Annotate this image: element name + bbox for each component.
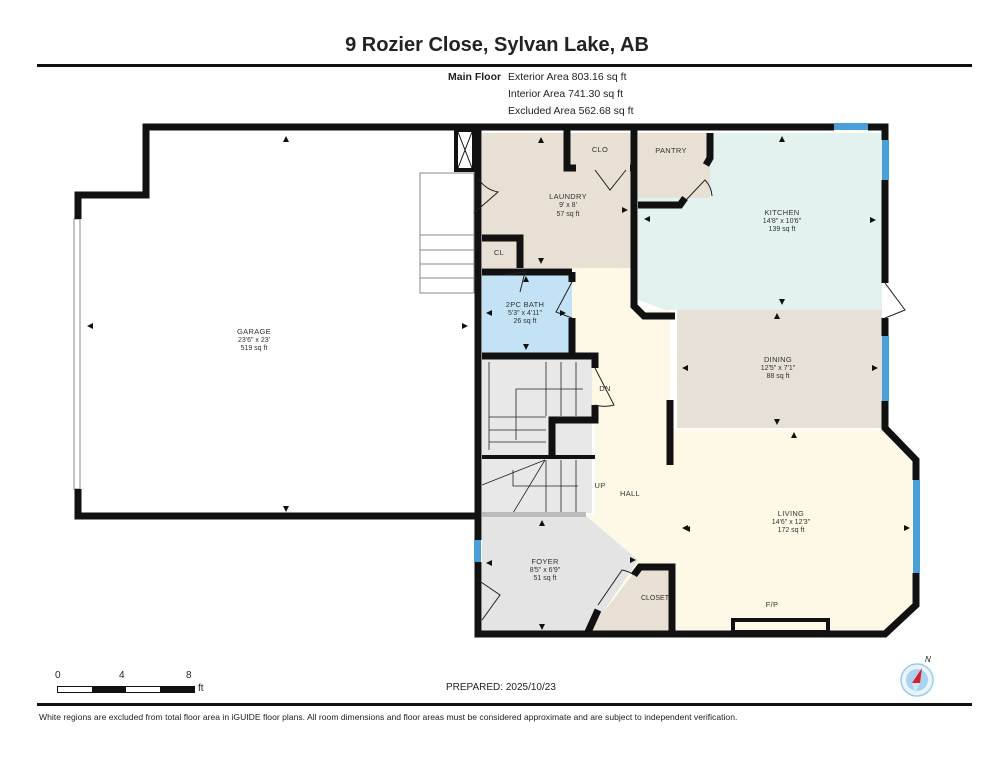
scale-unit: ft	[198, 683, 204, 694]
compass-needle	[912, 668, 922, 683]
fireplace-label: F/P	[766, 600, 779, 609]
prepared-date: PREPARED: 2025/10/23	[446, 682, 556, 693]
living-area: 172 sq ft	[778, 527, 805, 534]
bath-room	[482, 272, 572, 354]
garage-door	[73, 218, 81, 490]
door-swings	[473, 169, 906, 621]
bath-name: 2PC BATH	[506, 300, 545, 309]
stairs-down-label: DN	[599, 384, 610, 393]
compass-icon: N	[900, 655, 934, 697]
footer-divider	[37, 703, 972, 706]
compass-north-label: N	[925, 655, 931, 664]
dining-dims: 12'5" x 7'1"	[761, 365, 796, 372]
clo-name: CLO	[592, 145, 608, 154]
page-title: 9 Rozier Close, Sylvan Lake, AB	[345, 34, 649, 56]
window-foyer	[474, 540, 481, 562]
window-dining	[882, 336, 889, 401]
cl-name: CL	[494, 248, 504, 257]
kitchen-dims: 14'8" x 10'6"	[763, 218, 802, 225]
scale-tick-8: 8	[186, 670, 192, 681]
foyer-area: 51 sq ft	[534, 575, 557, 582]
room-labels: GARAGE 23'6" x 23' 519 sq ft LAUNDRY 9' …	[237, 145, 811, 609]
walls	[74, 123, 920, 638]
garage-area: 519 sq ft	[241, 345, 268, 352]
stairs	[481, 362, 595, 517]
excluded-area: Excluded Area 562.68 sq ft	[508, 105, 634, 117]
interior-area: Interior Area 741.30 sq ft	[508, 88, 623, 100]
garage-name: GARAGE	[237, 327, 271, 336]
hall-name: HALL	[620, 489, 640, 498]
living-name: LIVING	[778, 509, 804, 518]
window-kitchen-top	[834, 123, 868, 130]
foyer-name: FOYER	[531, 557, 559, 566]
cl-room	[482, 238, 520, 268]
dimension-markers	[87, 136, 910, 630]
window-living	[913, 480, 920, 573]
laundry-area: 57 sq ft	[557, 211, 580, 218]
stairs-up-label: UP	[594, 481, 605, 490]
closet-name: CLOSET	[641, 595, 670, 602]
bath-area: 26 sq ft	[514, 318, 537, 325]
window-kitchen-right	[882, 140, 889, 180]
scale-tick-0: 0	[55, 670, 61, 681]
dining-room	[677, 310, 882, 428]
pantry-name: PANTRY	[655, 146, 687, 155]
header-divider	[37, 64, 972, 67]
foyer-dims: 8'5" x 6'9"	[530, 567, 561, 574]
living-dims: 14'6" x 12'3"	[772, 519, 811, 526]
kitchen-area: 139 sq ft	[769, 226, 796, 233]
disclaimer: White regions are excluded from total fl…	[39, 712, 738, 722]
scale-tick-4: 4	[119, 670, 125, 681]
pantry-room	[638, 133, 710, 198]
laundry-name: LAUNDRY	[549, 192, 587, 201]
compass: N	[898, 652, 940, 703]
laundry-dims: 9' x 8'	[559, 202, 577, 209]
garage-dims: 23'6" x 23'	[238, 337, 270, 344]
kitchen-room	[638, 133, 882, 310]
garage-steps	[419, 172, 475, 294]
floor-label: Main Floor	[448, 71, 502, 83]
bath-dims: 5'3" x 4'11"	[508, 310, 542, 317]
dining-area: 88 sq ft	[767, 373, 790, 380]
kitchen-name: KITCHEN	[764, 208, 799, 217]
stairs-area	[482, 358, 592, 513]
exterior-area: Exterior Area 803.16 sq ft	[508, 71, 627, 83]
dining-name: DINING	[764, 355, 792, 364]
closet-room	[588, 565, 672, 632]
